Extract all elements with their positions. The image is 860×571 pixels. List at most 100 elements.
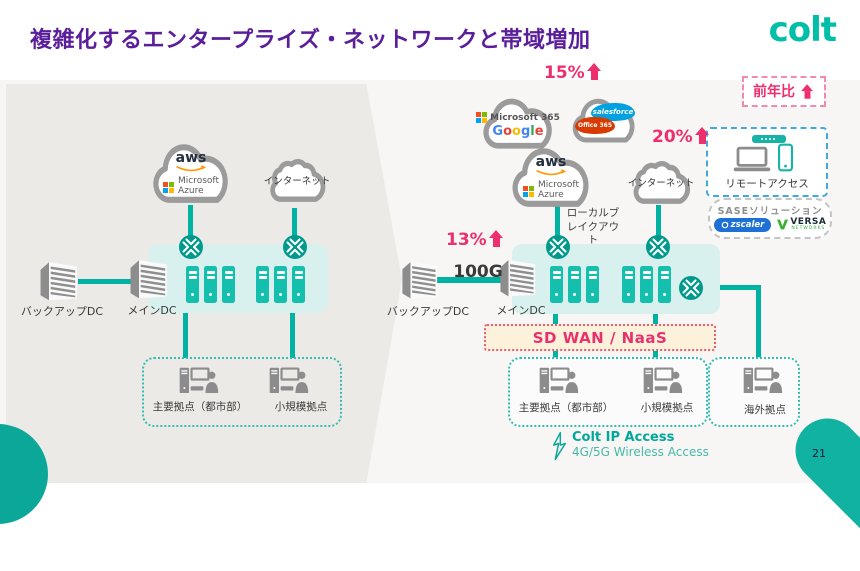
cloud-internet-right: インターネット (623, 152, 699, 212)
versa-logo: VERSA NETWORKS (777, 218, 826, 232)
ip-access-subtitle: 4G/5G Wireless Access (572, 444, 709, 459)
dc-link-line-100g (434, 277, 504, 283)
cloud-saas-m365: Microsoft 365 Google (476, 92, 560, 156)
sase-label: SASEソリューション (717, 206, 823, 217)
server-rack (292, 266, 305, 303)
cloud-saas-salesforce: salesforce Office 365 (567, 93, 641, 149)
zscaler-label: zscaler (730, 219, 765, 230)
up-arrow-icon (586, 63, 602, 80)
azure-label-2: Azure (178, 186, 204, 196)
salesforce-logo: salesforce (591, 103, 635, 121)
microsoft-squares-icon (476, 112, 488, 123)
server-rack (622, 266, 635, 303)
endpoint-icon (538, 366, 582, 398)
up-arrow-icon (694, 127, 710, 144)
backup-dc-label-right: バックアップDC (386, 305, 470, 318)
azure-logo: Microsoft Azure (163, 176, 219, 197)
microsoft-squares-icon (523, 185, 535, 197)
site-small-label-left: 小規模拠点 (274, 401, 328, 413)
zscaler-logo: zscaler (713, 218, 772, 232)
wifi-router-icon (752, 135, 786, 143)
smartphone-icon (778, 143, 793, 172)
office365-logo: Office 365 (575, 117, 615, 134)
link-line (292, 208, 297, 247)
server-group (550, 266, 599, 303)
aws-smile-icon (536, 169, 567, 176)
server-rack (256, 266, 269, 303)
cloud-aws-azure-right: aws Microsoft Azure (505, 140, 597, 216)
page-number: 21 (812, 447, 826, 460)
server-group (186, 266, 235, 303)
internet-label: インターネット (627, 178, 695, 189)
azure-label-1: Microsoft (178, 176, 219, 187)
laptop-icon (733, 146, 771, 172)
growth-saas-value: 15% (544, 63, 585, 83)
link-line (290, 312, 295, 358)
link-line (656, 205, 661, 250)
local-breakout-label: ローカルブレイクアウト (566, 207, 620, 247)
link-line (756, 285, 761, 358)
server-rack (222, 266, 235, 303)
cloud-internet-left: インターネット (260, 150, 334, 210)
router-icon (177, 233, 205, 261)
growth-link-value: 13% (446, 230, 487, 250)
server-rack (204, 266, 217, 303)
endpoint-icon (268, 366, 312, 398)
remote-access-box: リモートアクセス (706, 127, 828, 197)
lightning-bolt-icon (552, 431, 567, 461)
azure-label-1: Microsoft (538, 180, 579, 191)
versa-v-icon (777, 219, 789, 230)
colt-logo: colt (768, 10, 837, 50)
growth-link: 13% (446, 230, 504, 250)
microsoft365-label: Microsoft 365 (490, 112, 560, 123)
server-rack (640, 266, 653, 303)
link-line (188, 205, 193, 247)
aws-logo: aws (535, 154, 567, 171)
backup-dc-building-left (38, 258, 82, 302)
aws-smile-icon (176, 165, 207, 172)
site-major-label-left: 主要拠点（都市部） (152, 401, 248, 413)
server-rack (274, 266, 287, 303)
growth-saas: 15% (544, 63, 602, 83)
router-icon (644, 233, 672, 261)
server-group (622, 266, 671, 303)
up-arrow-icon (801, 83, 814, 98)
versa-sub-label: NETWORKS (791, 226, 826, 231)
main-dc-building-left (128, 256, 172, 300)
sase-box: SASEソリューション zscaler VERSA NETWORKS (708, 198, 832, 239)
main-dc-label-right: メインDC (496, 304, 546, 317)
growth-internet: 20% (652, 127, 710, 147)
server-rack (186, 266, 199, 303)
google-logo: Google (492, 124, 544, 139)
link-line (691, 285, 761, 290)
endpoint-icon (178, 366, 222, 398)
page-title: 複雑化するエンタープライズ・ネットワークと帯域増加 (30, 28, 591, 53)
azure-label-2: Azure (538, 190, 564, 200)
backup-dc-building-right (400, 258, 442, 302)
cloud-aws-azure-left: aws Microsoft Azure (146, 136, 236, 212)
versa-label: VERSA (790, 217, 827, 227)
backup-dc-label-left: バックアップDC (20, 305, 104, 318)
site-small-label-right: 小規模拠点 (640, 402, 694, 414)
endpoint-icon (742, 366, 786, 398)
sdwan-naas-banner: SD WAN / NaaS (484, 324, 716, 351)
microsoft365-logo: Microsoft 365 (476, 112, 560, 123)
ip-access-note: Colt IP Access 4G/5G Wireless Access (552, 430, 709, 461)
sites-box-left (142, 357, 342, 427)
yoy-badge-label: 前年比 (753, 84, 795, 100)
azure-logo: Microsoft Azure (523, 180, 579, 201)
microsoft-squares-icon (163, 181, 175, 193)
router-icon (677, 274, 705, 302)
remote-access-label: リモートアクセス (725, 178, 809, 190)
link-line (183, 312, 188, 358)
endpoint-icon (642, 366, 686, 398)
zscaler-swirl-icon (721, 221, 728, 228)
site-overseas-label: 海外拠点 (744, 404, 786, 416)
up-arrow-icon (488, 230, 504, 247)
dc-link-line (78, 279, 132, 284)
server-rack (658, 266, 671, 303)
yoy-badge: 前年比 (742, 76, 826, 107)
link-100g-label: 100G (453, 262, 503, 282)
ip-access-title: Colt IP Access (572, 430, 675, 445)
router-icon (544, 233, 572, 261)
